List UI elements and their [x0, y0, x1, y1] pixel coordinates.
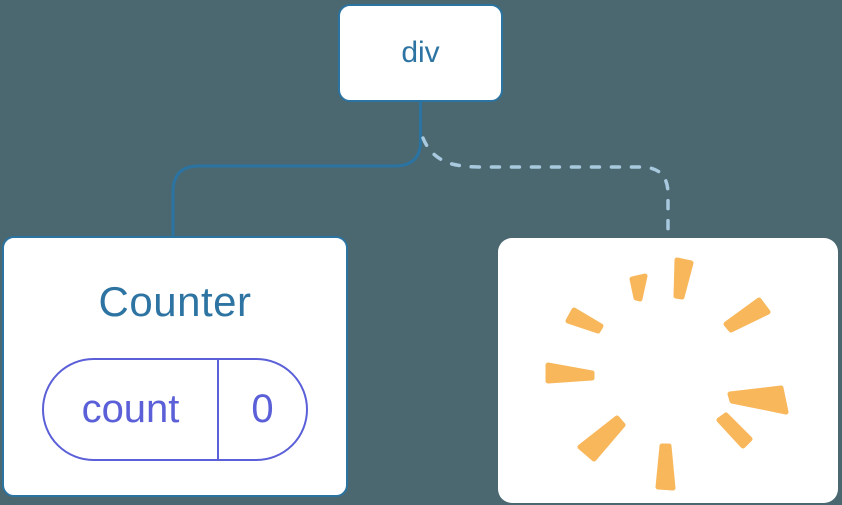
counter-title: Counter — [98, 278, 252, 325]
edge-dashed-parent-to-removed — [421, 136, 670, 241]
poof-icon — [545, 257, 789, 491]
node-div: div — [338, 4, 503, 102]
node-div-label: div — [401, 36, 440, 69]
poof-ray — [545, 362, 595, 384]
poof-ray — [629, 273, 648, 302]
poof-ray — [565, 307, 604, 334]
state-value-label: 0 — [251, 387, 274, 431]
poof-ray — [716, 412, 753, 449]
poof-ray — [655, 443, 676, 491]
poof-ray — [727, 385, 789, 415]
state-pill: count 0 — [42, 358, 308, 461]
edge-solid-parent-to-counter — [171, 101, 422, 237]
node-removed — [498, 238, 838, 503]
node-counter: Counter count 0 — [2, 236, 348, 497]
poof-ray — [673, 257, 694, 300]
poof-ray — [577, 415, 626, 462]
poof-ray — [723, 297, 771, 333]
state-key-label: count — [44, 360, 219, 459]
